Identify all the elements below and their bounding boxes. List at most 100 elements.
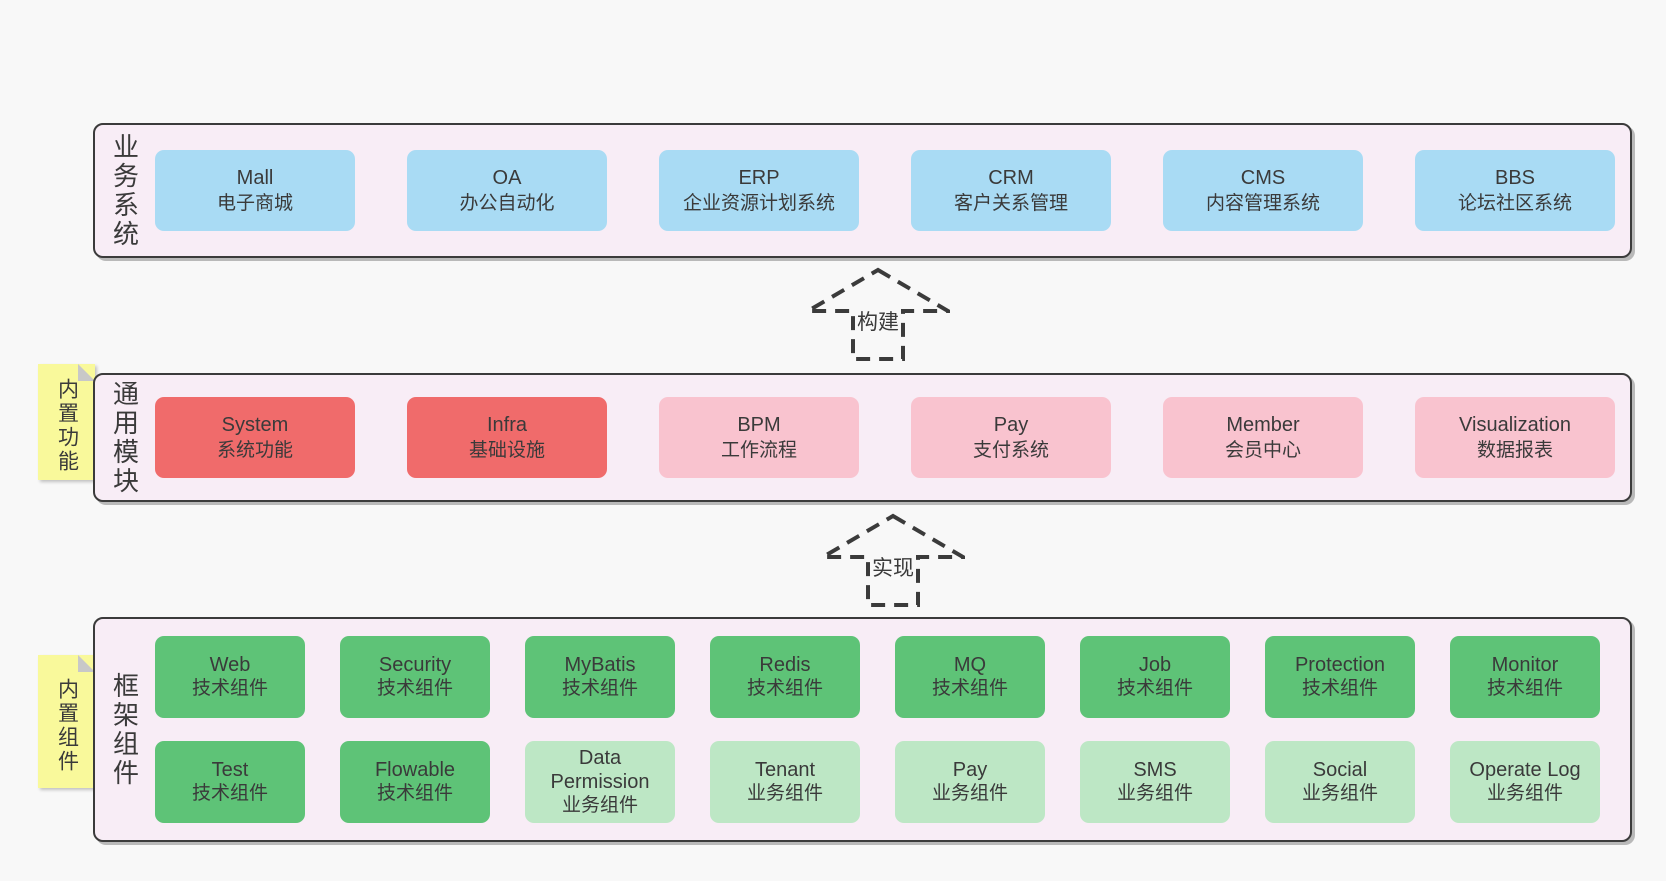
- box-title: Job: [1138, 654, 1172, 676]
- box-subtitle: 论坛社区系统: [1457, 192, 1572, 214]
- box-subtitle: 数据报表: [1476, 439, 1553, 461]
- box-title: Tenant: [754, 759, 816, 781]
- sticky-note-label: 内置功能: [55, 378, 79, 474]
- band-label-common-modules: 通用模块: [109, 379, 140, 496]
- box-title: BPM: [737, 413, 781, 436]
- arrow-up-dashed-icon: [821, 513, 965, 607]
- box-bpm: BPM 工作流程: [659, 397, 859, 478]
- band-label-framework-components: 框架组件: [109, 671, 140, 788]
- box-subtitle: 业务组件: [931, 783, 1008, 804]
- box-subtitle: 技术组件: [376, 678, 453, 699]
- box-subtitle: 业务组件: [1301, 783, 1378, 804]
- box-subtitle: 业务组件: [1116, 783, 1193, 804]
- box-subtitle: 客户关系管理: [953, 192, 1068, 214]
- box-subtitle: 技术组件: [1301, 678, 1378, 699]
- box-subtitle: 内容管理系统: [1205, 192, 1320, 214]
- box-subtitle: 工作流程: [720, 439, 797, 461]
- box-title: Social: [1312, 759, 1368, 781]
- box-title: Security: [378, 654, 452, 676]
- box-mall: Mall 电子商城: [155, 150, 355, 231]
- box-visualization: Visualization 数据报表: [1415, 397, 1615, 478]
- box-title: MQ: [953, 654, 987, 676]
- box-title: Protection: [1294, 654, 1386, 676]
- box-title: Monitor: [1491, 654, 1559, 676]
- arrow-implement: 实现: [821, 513, 965, 607]
- box-title: System: [221, 413, 289, 436]
- sticky-note-label: 内置组件: [55, 677, 79, 774]
- box-oa: OA 办公自动化: [407, 150, 607, 231]
- box-title: Infra: [486, 413, 528, 436]
- box-title: Test: [211, 759, 249, 781]
- arrow-build-label: 构建: [857, 311, 899, 334]
- box-subtitle: 技术组件: [191, 678, 268, 699]
- box-title: Pay: [952, 759, 988, 781]
- box-subtitle: 技术组件: [561, 678, 638, 699]
- box-member: Member 会员中心: [1163, 397, 1363, 478]
- box-title: Visualization: [1459, 413, 1571, 436]
- box-subtitle: 基础设施: [468, 439, 545, 461]
- box-subtitle: 技术组件: [1486, 678, 1563, 699]
- box-subtitle: 企业资源计划系统: [682, 192, 835, 214]
- box-title: MyBatis: [564, 654, 636, 676]
- box-subtitle: 技术组件: [191, 783, 268, 804]
- arrow-implement-label: 实现: [872, 557, 914, 580]
- box-title: Web: [209, 654, 251, 676]
- box-subtitle: 电子商城: [216, 192, 293, 214]
- box-subtitle: 技术组件: [1116, 678, 1193, 699]
- box-title: CRM: [988, 166, 1034, 189]
- box-subtitle: 业务组件: [1486, 783, 1563, 804]
- box-bbs: BBS 论坛社区系统: [1415, 150, 1615, 231]
- box-title: Member: [1226, 413, 1300, 436]
- box-title: BBS: [1494, 166, 1536, 189]
- box-subtitle: 业务组件: [561, 795, 638, 816]
- box-title: Operate Log: [1469, 759, 1581, 781]
- box-system: System 系统功能: [155, 397, 355, 478]
- arrow-build: 构建: [806, 267, 950, 361]
- box-subtitle: 技术组件: [746, 678, 823, 699]
- box-title: CMS: [1240, 166, 1286, 189]
- box-subtitle: 业务组件: [746, 783, 823, 804]
- sticky-note-built-in-features: 内置功能: [38, 364, 95, 480]
- box-title: Mall: [236, 166, 274, 189]
- box-title: Flowable: [374, 759, 456, 781]
- box-crm: CRM 客户关系管理: [911, 150, 1111, 231]
- box-subtitle: 办公自动化: [459, 192, 555, 214]
- box-cms: CMS 内容管理系统: [1163, 150, 1363, 231]
- box-title: OA: [492, 166, 522, 189]
- box-title: Redis: [759, 654, 811, 676]
- box-subtitle: 系统功能: [216, 439, 293, 461]
- arrow-up-dashed-icon: [806, 267, 950, 361]
- box-subtitle: 会员中心: [1224, 439, 1301, 461]
- box-subtitle: 技术组件: [376, 783, 453, 804]
- box-title: Data Permission: [550, 747, 650, 793]
- box-infra: Infra 基础设施: [407, 397, 607, 478]
- box-subtitle: 支付系统: [972, 439, 1049, 461]
